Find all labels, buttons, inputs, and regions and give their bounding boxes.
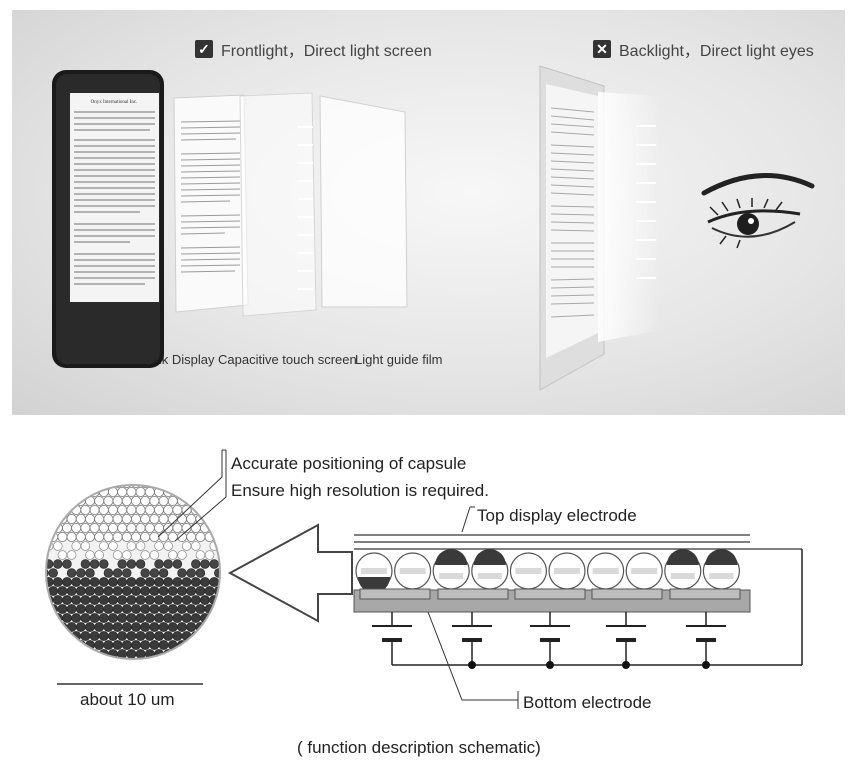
schematic-caption: ( function description schematic) (297, 738, 541, 757)
backlight-legend: ✕ Backlight，Direct light eyes (593, 37, 814, 61)
capsule (702, 549, 741, 590)
eye-icon (701, 173, 815, 249)
frontlight-legend: ✓ Frontlight，Direct light screen (195, 37, 432, 61)
backlight-label: Backlight，Direct light eyes (619, 43, 814, 60)
magnify-arrow-icon (227, 523, 353, 623)
backlight-arrows (636, 125, 656, 279)
capsule (548, 552, 586, 590)
capsule (625, 552, 663, 590)
layer-illustration: Onyx International Inc. (52, 65, 815, 391)
top-electrode-label: Top display electrode (477, 506, 637, 525)
scale-label: about 10 um (80, 690, 175, 709)
capsule (471, 549, 509, 590)
light-guide-layer (319, 95, 408, 308)
magnified-capsule-view (45, 484, 221, 660)
layer-label-lightguide: Light guide film (355, 352, 443, 367)
capsule (394, 552, 432, 590)
capsule (664, 549, 702, 590)
eink-layer (173, 94, 249, 313)
capsule-note-2: Ensure high resolution is required. (231, 481, 489, 500)
battery-symbols (372, 625, 726, 642)
ereader-text-lines (74, 111, 155, 285)
layer-label-touch: Capacitive touch screen (218, 352, 357, 367)
bottom-electrode-leader (427, 611, 518, 701)
cross-icon: ✕ (593, 40, 611, 58)
junction-dots (468, 661, 710, 669)
checkmark-icon: ✓ (195, 40, 213, 58)
frontlight-label: Frontlight，Direct light screen (221, 43, 432, 60)
backlit-tablet (539, 65, 660, 391)
capsule (586, 552, 625, 590)
capsule (355, 552, 393, 593)
ereader-device: Onyx International Inc. (52, 70, 164, 368)
capsule (432, 549, 470, 590)
book-title: Onyx International Inc. (91, 100, 138, 105)
top-electrode-leader (461, 506, 471, 533)
capsule-schematic (45, 449, 803, 709)
capsule-note-leaders (157, 449, 227, 542)
frontlight-arrows (297, 126, 313, 290)
capsule-note-1: Accurate positioning of capsule (231, 454, 467, 473)
bottom-electrode-label: Bottom electrode (523, 693, 652, 712)
capsule-row (355, 549, 741, 593)
touch-layer (239, 92, 317, 317)
top-electrode (354, 534, 802, 550)
capsule (509, 552, 548, 590)
electrode-segments (359, 588, 741, 600)
drive-circuit (391, 549, 803, 666)
